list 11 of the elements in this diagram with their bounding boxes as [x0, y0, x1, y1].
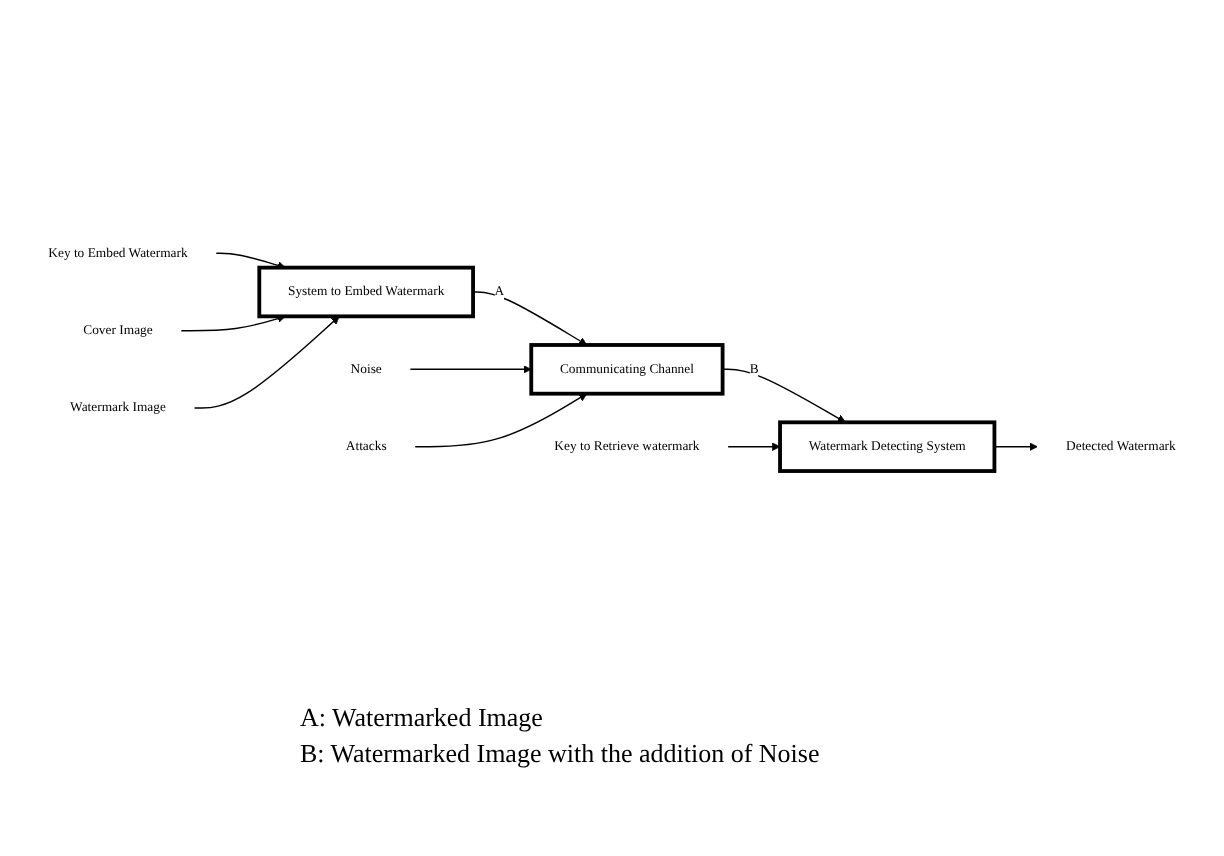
- note-text: A: Watermarked Image: [300, 700, 545, 736]
- arrow: [472, 291, 588, 346]
- arrow: [721, 368, 846, 423]
- note-text: B: Watermarked Image with the addition of Noise: [300, 736, 820, 772]
- arrow: [180, 314, 286, 332]
- arrow: [215, 252, 286, 270]
- arrow: [414, 393, 588, 448]
- arrow: [993, 442, 1038, 451]
- arrow: [727, 442, 781, 451]
- arrow: [409, 365, 532, 374]
- arrow: [193, 315, 340, 409]
